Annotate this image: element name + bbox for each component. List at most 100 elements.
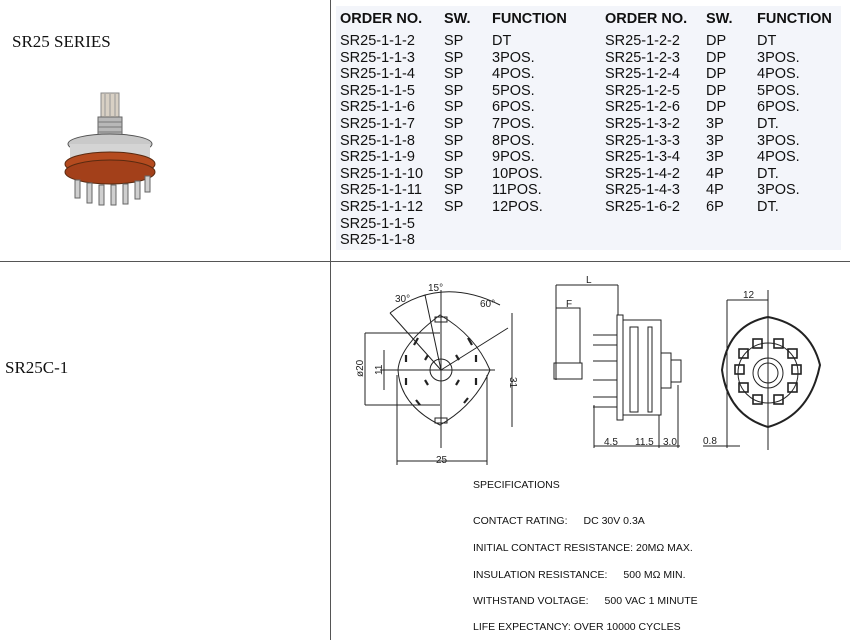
order-no: SR25-1-1-5 [340,215,415,232]
order-no: SR25-1-2-5 [605,82,680,99]
function: 4POS. [757,149,800,166]
dim-11-5-label: 11.5 [635,437,654,448]
spec-life-expectancy: LIFE EXPECTANCY: OVER 10000 CYCLES [473,621,681,633]
dim-l-label: L [586,275,592,286]
sw: 3P [706,149,724,166]
dim-11-label: 11 [374,364,385,375]
vertical-divider [330,0,331,640]
left-sw-column: SW. SP SP SP SP SP SP SP SP SP SP SP [444,10,471,216]
dim-4-5-label: 4.5 [604,437,618,448]
order-no: SR25-1-3-2 [605,115,680,132]
function: 11POS. [492,182,542,199]
spec-label: LIFE EXPECTANCY: [473,621,571,633]
header-order-no: ORDER NO. [340,11,423,27]
horizontal-divider [0,261,850,262]
dim-31-label: 31 [507,377,518,389]
order-no: SR25-1-3-4 [605,149,680,166]
sw: SP [444,33,464,49]
dimension-drawing: 30° 15° 60° ø20 11 31 25 L F 4.5 11.5 3.… [355,275,822,466]
order-no: SR25-1-1-4 [340,66,415,83]
header-order-no: ORDER NO. [605,11,688,27]
spec-label: INSULATION RESISTANCE: [473,569,608,581]
sw: SP [444,49,464,66]
function: DT. [757,198,779,215]
dim-f-label: F [566,299,572,310]
sw: SP [444,198,464,215]
left-order-column: ORDER NO. SR25-1-1-2 SR25-1-1-3 SR25-1-1… [340,10,423,249]
function: 8POS. [492,132,535,149]
sw: DP [706,33,727,49]
order-no: SR25-1-1-7 [340,115,415,132]
sw: DP [706,49,727,66]
order-no: SR25-1-4-2 [605,165,680,182]
sw: SP [444,66,464,83]
function: DT. [757,115,779,132]
dim-3-0-label: 3.0 [663,437,677,448]
function: 12POS. [492,198,543,215]
angle-30-label: 30° [395,294,410,305]
sw: SP [444,82,464,99]
order-no: SR25-1-1-5 [340,82,415,99]
sw: 3P [706,115,724,132]
series-title: SR25 SERIES [12,32,111,51]
function: 6POS. [757,99,800,116]
function: 7POS. [492,115,535,132]
order-no: SR25-1-1-10 [340,165,424,182]
sw: DP [706,99,727,116]
right-function-column: FUNCTION DT 3POS. 4POS. 5POS. 6POS. DT. … [757,10,832,216]
spec-initial-contact-resistance: INITIAL CONTACT RESISTANCE: 20MΩ MAX. [473,542,693,554]
sw: SP [444,115,464,132]
function: 4POS. [757,66,800,83]
order-no: SR25-1-2-6 [605,99,680,116]
angle-15-label: 15° [428,283,443,294]
model-title: SR25C-1 [5,358,69,377]
sw: 4P [706,182,724,199]
header-sw: SW. [444,11,471,27]
order-no: SR25-1-1-8 [340,232,415,249]
header-sw: SW. [706,11,733,27]
function: 3POS. [757,182,800,199]
function: 4POS. [492,66,535,83]
spec-contact-rating: CONTACT RATING:DC 30V 0.3A [473,515,645,527]
function: 3POS. [757,49,800,66]
order-no: SR25-1-2-2 [605,33,680,49]
function: 5POS. [757,82,800,99]
function: 5POS. [492,82,535,99]
function: DT. [757,165,779,182]
sw: 4P [706,165,724,182]
sw: SP [444,165,464,182]
specifications-title: SPECIFICATIONS [473,479,560,491]
spec-withstand-voltage: WITHSTAND VOLTAGE:500 VAC 1 MINUTE [473,595,698,607]
spec-insulation-resistance: INSULATION RESISTANCE: 500 MΩ MIN. [473,569,686,581]
order-table [336,6,841,250]
function: 3POS. [492,49,535,66]
function: DT [757,33,777,49]
function: 6POS. [492,99,535,116]
order-no: SR25-1-1-3 [340,49,415,66]
spec-value: 500 MΩ MIN. [623,569,686,581]
order-no: SR25-1-2-3 [605,49,680,66]
order-no: SR25-1-1-8 [340,132,415,149]
dim-12-label: 12 [743,290,755,301]
sw: DP [706,82,727,99]
dim-25-label: 25 [436,455,448,466]
header-function: FUNCTION [757,11,832,27]
rotary-switch-photo [64,92,156,206]
left-function-column: FUNCTION DT 3POS. 4POS. 5POS. 6POS. 7POS… [492,10,567,216]
order-no: SR25-1-1-9 [340,149,415,166]
right-sw-column: SW. DP DP DP DP DP 3P 3P 3P 4P 4P 6P [706,10,733,216]
spec-label: WITHSTAND VOLTAGE: [473,595,589,607]
spec-value: OVER 10000 CYCLES [573,621,681,633]
function: 10POS. [492,165,543,182]
order-no: SR25-1-1-12 [340,198,424,215]
sw: SP [444,99,464,116]
side-view [553,284,682,448]
front-view [364,290,513,465]
function: 9POS. [492,149,535,166]
angle-60-label: 60° [480,299,495,310]
spec-value: 20MΩ MAX. [635,542,693,554]
right-order-column: ORDER NO. SR25-1-2-2 SR25-1-2-3 SR25-1-2… [605,10,687,216]
function: 3POS. [757,132,800,149]
order-no: SR25-1-3-3 [605,132,680,149]
order-no: SR25-1-2-4 [605,66,680,83]
